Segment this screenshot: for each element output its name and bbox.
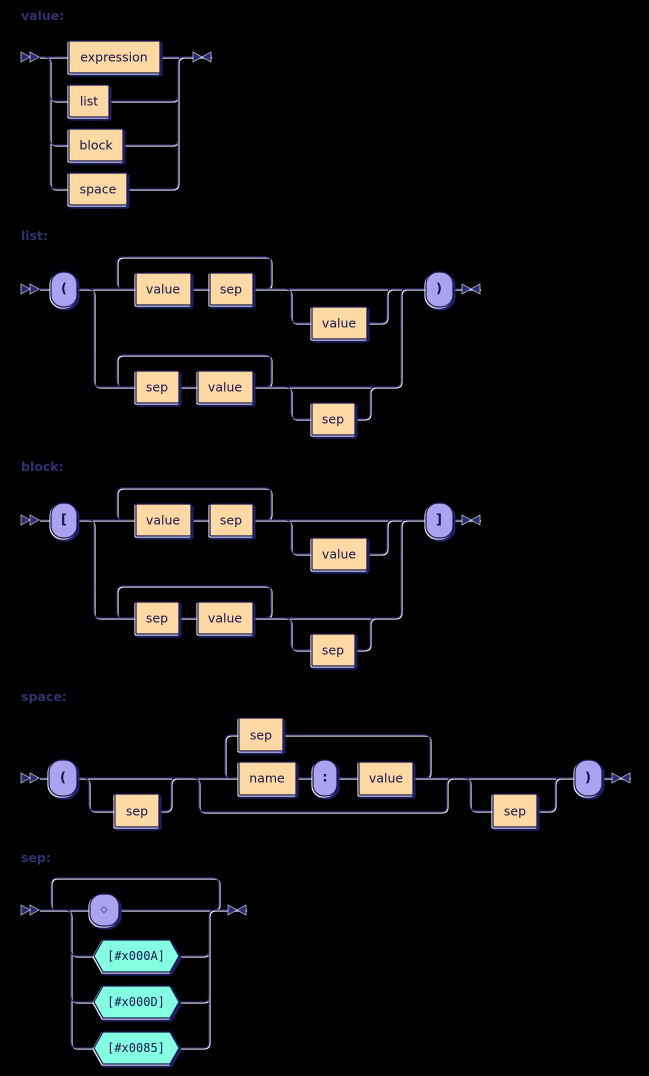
end-arrow-icon xyxy=(611,772,631,784)
charclass-x0085: [#x0085] xyxy=(93,1031,180,1065)
svg-text:value: value xyxy=(208,380,242,395)
svg-text:(: ( xyxy=(61,282,67,297)
nonterminal-value[interactable]: value xyxy=(311,537,368,571)
nonterminal-sep[interactable]: sep xyxy=(209,272,254,306)
rule-heading-sep: sep: xyxy=(21,850,51,865)
nonterminal-sep[interactable]: sep xyxy=(311,402,356,436)
nonterminal-value[interactable]: value xyxy=(311,306,368,340)
terminal-close-bracket: ] xyxy=(425,502,454,539)
rule-sep: sep: ◇ [#x000A] [#x000D] [#x0085] xyxy=(20,850,247,1065)
svg-text:value: value xyxy=(146,282,180,297)
nonterminal-value[interactable]: value xyxy=(135,503,192,537)
nonterminal-sep[interactable]: sep xyxy=(311,633,356,667)
svg-text:sep: sep xyxy=(250,728,272,743)
svg-text::: : xyxy=(322,771,327,786)
svg-text:sep: sep xyxy=(220,513,242,528)
svg-text:[#x000A]: [#x000A] xyxy=(107,949,165,963)
svg-text:space: space xyxy=(80,182,117,197)
svg-text:): ) xyxy=(585,771,591,786)
start-arrow-icon xyxy=(20,904,40,916)
svg-text:block: block xyxy=(79,138,113,153)
start-arrow-icon xyxy=(20,283,40,295)
svg-text:sep: sep xyxy=(126,804,148,819)
svg-text:name: name xyxy=(249,771,285,786)
nonterminal-sep[interactable]: sep xyxy=(492,793,538,828)
rule-list: list: ( value sep value sep value xyxy=(20,228,481,436)
rule-block: block: [ value sep value sep value xyxy=(20,459,481,667)
svg-text:expression: expression xyxy=(80,50,147,65)
nonterminal-sep[interactable]: sep xyxy=(238,717,284,752)
rule-heading-space: space: xyxy=(21,689,67,704)
charclass-x000A: [#x000A] xyxy=(93,939,180,973)
svg-text:sep: sep xyxy=(322,643,344,658)
nonterminal-list[interactable]: list xyxy=(68,84,110,118)
terminal-open-paren: ( xyxy=(50,271,78,308)
terminal-colon: : xyxy=(312,759,338,797)
nonterminal-sep[interactable]: sep xyxy=(135,370,180,404)
rule-heading-list: list: xyxy=(21,228,48,243)
svg-text:value: value xyxy=(146,513,180,528)
svg-text:[#x000D]: [#x000D] xyxy=(107,995,165,1009)
svg-text:sep: sep xyxy=(146,380,168,395)
rule-space: space: ( sep sep name : value xyxy=(20,689,631,828)
nonterminal-sep[interactable]: sep xyxy=(209,503,254,537)
svg-text:]: ] xyxy=(436,513,442,528)
start-arrow-icon xyxy=(20,772,40,784)
nonterminal-sep[interactable]: sep xyxy=(114,793,160,828)
rule-heading-value: value: xyxy=(21,8,64,23)
terminal-open-bracket: [ xyxy=(50,502,78,539)
nonterminal-value[interactable]: value xyxy=(358,761,414,796)
svg-text:list: list xyxy=(80,94,98,109)
svg-text:): ) xyxy=(436,282,442,297)
svg-text:[#x0085]: [#x0085] xyxy=(107,1041,165,1055)
end-arrow-icon xyxy=(461,283,481,295)
svg-text:sep: sep xyxy=(504,804,526,819)
nonterminal-sep[interactable]: sep xyxy=(135,601,180,635)
rule-value: value: expression list block space xyxy=(20,8,212,206)
nonterminal-expression[interactable]: expression xyxy=(68,40,161,74)
end-arrow-icon xyxy=(192,51,212,63)
svg-text:(: ( xyxy=(60,771,66,786)
start-arrow-icon xyxy=(20,514,40,526)
end-arrow-icon xyxy=(227,904,247,916)
svg-text:sep: sep xyxy=(322,412,344,427)
svg-text:◇: ◇ xyxy=(101,905,108,915)
nonterminal-value[interactable]: value xyxy=(197,370,254,404)
charclass-x000D: [#x000D] xyxy=(93,985,180,1019)
nonterminal-name[interactable]: name xyxy=(238,761,297,796)
rail-lines xyxy=(39,487,480,651)
rule-heading-block: block: xyxy=(21,459,64,474)
start-arrow-icon xyxy=(20,51,40,63)
nonterminal-block[interactable]: block xyxy=(68,128,124,162)
terminal-close-paren: ) xyxy=(574,759,603,797)
terminal-open-paren: ( xyxy=(48,759,78,797)
rail-lines xyxy=(39,877,246,1049)
nonterminal-space[interactable]: space xyxy=(68,172,128,206)
terminal-close-paren: ) xyxy=(425,271,454,308)
svg-text:value: value xyxy=(208,611,242,626)
svg-text:[: [ xyxy=(61,513,67,528)
svg-text:sep: sep xyxy=(220,282,242,297)
end-arrow-icon xyxy=(461,514,481,526)
terminal-whitespace-diamond: ◇ xyxy=(89,893,120,927)
svg-text:value: value xyxy=(322,316,356,331)
rail-lines xyxy=(39,256,480,420)
svg-text:value: value xyxy=(369,771,403,786)
svg-text:sep: sep xyxy=(146,611,168,626)
nonterminal-value[interactable]: value xyxy=(197,601,254,635)
svg-text:value: value xyxy=(322,547,356,562)
rail-lines xyxy=(39,56,211,190)
nonterminal-value[interactable]: value xyxy=(135,272,192,306)
